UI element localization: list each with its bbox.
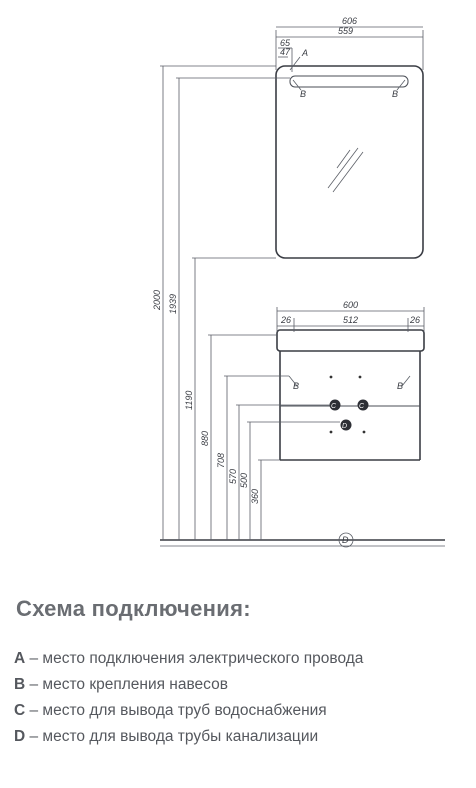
height-2000: 2000 [152, 290, 162, 311]
vanity-cabinet [276, 329, 425, 461]
mirror-offset-top: 65 [280, 38, 291, 48]
legend-text-a: – место подключения электрического прово… [25, 650, 364, 667]
legend-title: Схема подключения: [16, 596, 251, 621]
drain-outlet [340, 419, 352, 431]
legend-key-d: D [14, 728, 26, 745]
cabinet-label-c-right: C [359, 403, 365, 410]
mirror-width-inner: 559 [338, 26, 353, 36]
height-360: 360 [250, 489, 260, 504]
legend-text-d: – место для вывода трубы канализации [25, 728, 319, 745]
water-outlet-left [329, 399, 341, 411]
height-880: 880 [200, 431, 210, 446]
legend-text-b: – место крепления навесов [25, 676, 228, 693]
cabinet-width-inner: 512 [343, 315, 358, 325]
mirror-dimensions [275, 26, 424, 72]
mirror-label-a: A [301, 48, 308, 58]
height-dimension-lines [160, 65, 340, 540]
mirror-label-b-left: B [300, 89, 306, 99]
height-500: 500 [239, 473, 249, 488]
legend-item-c: C – место для вывода труб водоснабжения [14, 698, 466, 724]
height-708: 708 [216, 453, 226, 468]
cabinet-label-c-left: C [331, 403, 337, 410]
cabinet-offset-right: 26 [409, 315, 420, 325]
cabinet-label-b-right: B [397, 381, 403, 391]
legend-item-b: B – место крепления навесов [14, 672, 466, 698]
legend-key-b: B [14, 676, 26, 693]
mirror-width-total: 606 [342, 16, 357, 26]
legend: Схема подключения: A – место подключения… [14, 596, 466, 750]
cabinet-dimensions [276, 307, 425, 332]
height-1939: 1939 [168, 294, 178, 314]
floor-label-d: D [342, 535, 349, 545]
cabinet-width-total: 600 [343, 300, 358, 310]
floor-drain-marker [338, 532, 354, 548]
legend-text-c: – место для вывода труб водоснабжения [25, 702, 327, 719]
connection-diagram: 606 559 65 47 A B B 600 512 26 26 B B C … [152, 16, 445, 548]
mirror-label-b-right: B [392, 89, 398, 99]
mirror-offset-side: 47 [280, 47, 291, 57]
cabinet-label-d: D [342, 423, 347, 430]
height-570: 570 [228, 469, 238, 484]
cabinet-label-b-left: B [293, 381, 299, 391]
legend-item-a: A – место подключения электрического про… [14, 646, 466, 672]
legend-key-a: A [14, 650, 26, 667]
water-outlet-right [357, 399, 369, 411]
mirror [275, 65, 424, 259]
legend-key-c: C [14, 702, 26, 719]
cabinet-offset-left: 26 [280, 315, 291, 325]
legend-item-d: D – место для вывода трубы канализации [14, 724, 466, 750]
height-1190: 1190 [184, 391, 194, 410]
